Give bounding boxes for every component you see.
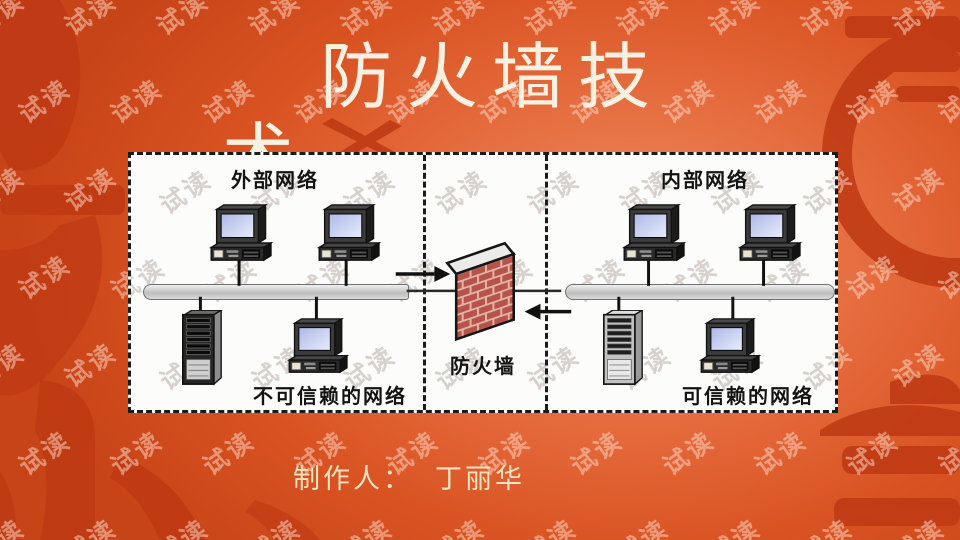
watermark-text: 试读	[477, 253, 540, 309]
watermark-text: 试读	[385, 253, 448, 309]
dashed-divider-left	[423, 155, 426, 410]
network-bus-pipe-internal	[565, 284, 835, 300]
watermark-text: 试读	[523, 341, 586, 397]
desktop-computer-icon	[210, 204, 272, 261]
desktop-computer-icon	[288, 318, 348, 373]
credit-gap	[413, 457, 435, 496]
brick-wall-firewall-icon	[445, 241, 516, 342]
external-network-label: 外部网络	[231, 170, 319, 192]
watermark-text: 试读	[128, 253, 172, 309]
credit-name: 丁丽华	[435, 464, 525, 494]
desktop-computer-icon	[739, 204, 801, 261]
server-tower-icon	[182, 310, 222, 385]
internal-network-caption: 可信赖的网络	[682, 386, 814, 408]
internal-network-label: 内部网络	[661, 170, 749, 192]
desktop-computer-icon	[623, 204, 685, 261]
desktop-computer-icon	[318, 204, 380, 261]
watermark-text: 试读	[523, 165, 586, 221]
firewall-label: 防火墙	[450, 356, 516, 378]
network-bus-pipe-external	[143, 284, 409, 300]
firewall-network-diagram: 试读试读试读试读试读试读试读试读试读试读试读试读试读试读试读试读试读试读试读试读…	[128, 152, 838, 413]
desktop-computer-icon	[700, 318, 760, 373]
slide-title-line1: 防火墙技	[320, 38, 665, 118]
dashed-divider-right	[545, 155, 548, 410]
server-tower-icon	[603, 310, 643, 385]
watermark-text: 试读	[431, 165, 494, 221]
external-network-caption: 不可信赖的网络	[253, 386, 407, 408]
credit-line: 制作人： 丁丽华	[293, 457, 525, 496]
credit-label: 制作人：	[293, 464, 413, 494]
